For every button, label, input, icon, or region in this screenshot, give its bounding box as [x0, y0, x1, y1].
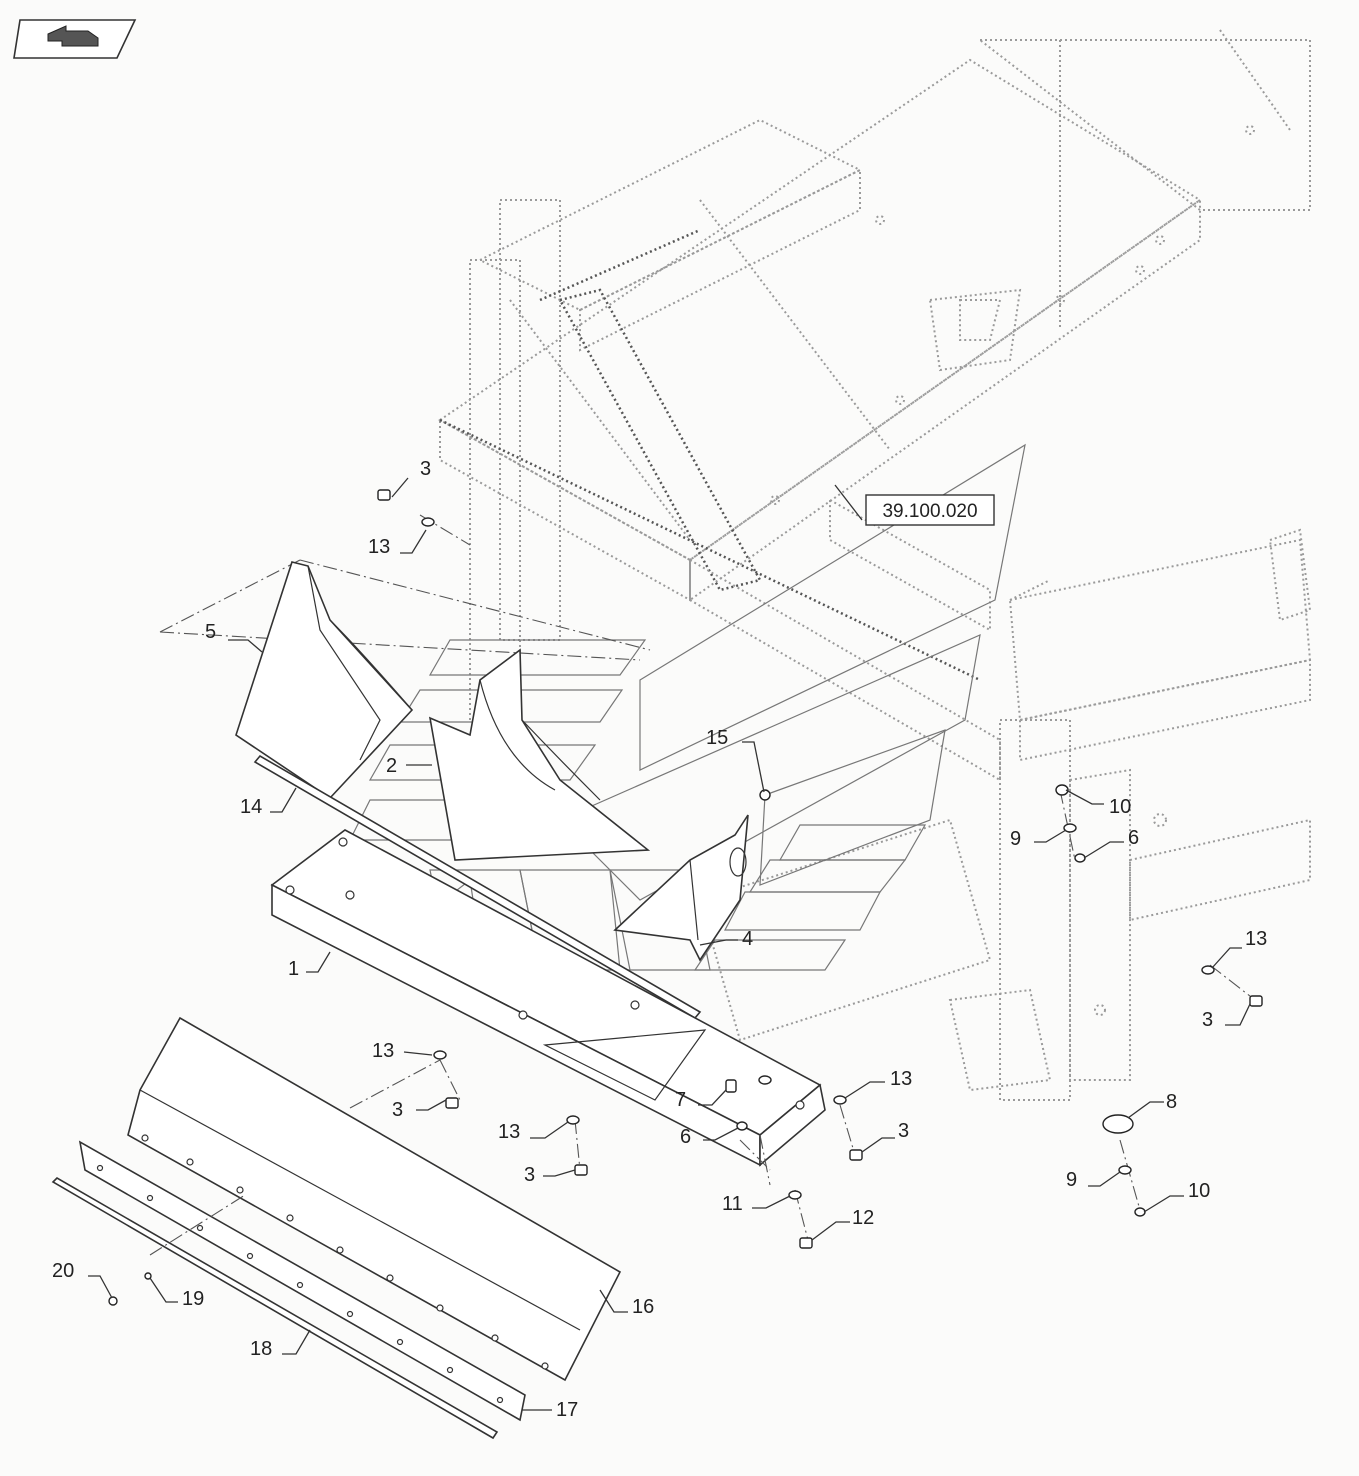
callout-13: 13 — [498, 1121, 520, 1143]
washer-13e — [1201, 965, 1215, 975]
callout-7: 7 — [675, 1089, 686, 1111]
return-arrow-icon[interactable] — [13, 19, 137, 59]
bolt-3c — [574, 1164, 588, 1176]
part-18-bar[interactable] — [51, 1177, 499, 1440]
callout-20: 20 — [52, 1260, 74, 1282]
callout-17: 17 — [556, 1399, 578, 1421]
part-14-strip[interactable] — [253, 754, 702, 1020]
washer-9b — [1118, 1165, 1132, 1175]
reference-label: 39.100.020 — [882, 501, 977, 522]
nut-10b — [1134, 1207, 1146, 1217]
washer-top — [758, 1075, 772, 1085]
bolt-12 — [799, 1237, 813, 1249]
callout-9: 9 — [1066, 1169, 1077, 1191]
callout-14: 14 — [240, 796, 262, 818]
washer-13c — [566, 1115, 580, 1125]
callout-3: 3 — [392, 1099, 403, 1121]
callout-2: 2 — [386, 755, 397, 777]
reference-box[interactable]: 39.100.020 — [834, 484, 995, 526]
callout-10: 10 — [1109, 796, 1131, 818]
callouts: 3 13 5 2 14 15 10 9 6 4 1 13 3 — [52, 458, 1267, 1421]
bolt-3b — [445, 1097, 459, 1109]
bolt-3e — [1249, 995, 1263, 1007]
callout-15: 15 — [706, 727, 728, 749]
callout-13: 13 — [890, 1068, 912, 1090]
callout-4: 4 — [742, 928, 753, 950]
callout-5: 5 — [205, 621, 216, 643]
part-2-deflector[interactable] — [428, 648, 651, 861]
nut-6a — [1074, 853, 1086, 863]
washer-8 — [1102, 1114, 1134, 1134]
fasteners — [108, 489, 1263, 1306]
callout-3: 3 — [420, 458, 431, 480]
screw-20 — [108, 1296, 118, 1306]
callout-11: 11 — [722, 1193, 743, 1215]
callout-3: 3 — [1202, 1009, 1213, 1031]
callout-1: 1 — [288, 958, 299, 980]
washer-9a — [1063, 823, 1077, 833]
callout-13: 13 — [1245, 928, 1267, 950]
part-5-funnel[interactable] — [235, 561, 414, 800]
callout-19: 19 — [182, 1288, 204, 1310]
callout-13: 13 — [368, 536, 390, 558]
bolt-7 — [725, 1079, 737, 1093]
callout-12: 12 — [852, 1207, 874, 1229]
callout-16: 16 — [632, 1296, 654, 1318]
callout-13: 13 — [372, 1040, 394, 1062]
washer-11 — [788, 1190, 802, 1200]
callout-6: 6 — [1128, 827, 1139, 849]
washer-19 — [144, 1272, 152, 1280]
callout-10: 10 — [1188, 1180, 1210, 1202]
callout-6: 6 — [680, 1126, 691, 1148]
callout-3: 3 — [898, 1120, 909, 1142]
part-4-bracket[interactable] — [613, 814, 749, 962]
part-1-channel[interactable] — [270, 829, 826, 1186]
bolt-3a — [377, 489, 391, 501]
callout-8: 8 — [1166, 1091, 1177, 1113]
part-17-strip[interactable] — [78, 1140, 526, 1422]
washer-13b — [433, 1050, 447, 1060]
callout-9: 9 — [1010, 828, 1021, 850]
nut-6b — [736, 1121, 748, 1131]
part-15-shield[interactable] — [759, 729, 946, 886]
part-16-guard-panel[interactable] — [127, 1016, 622, 1382]
callout-18: 18 — [250, 1338, 272, 1360]
callout-3: 3 — [524, 1164, 535, 1186]
bolt-3d — [849, 1149, 863, 1161]
washer-13d — [833, 1095, 847, 1105]
centerlines — [149, 514, 1256, 1256]
nut-10a — [1055, 784, 1069, 796]
washer-13a — [421, 517, 435, 527]
